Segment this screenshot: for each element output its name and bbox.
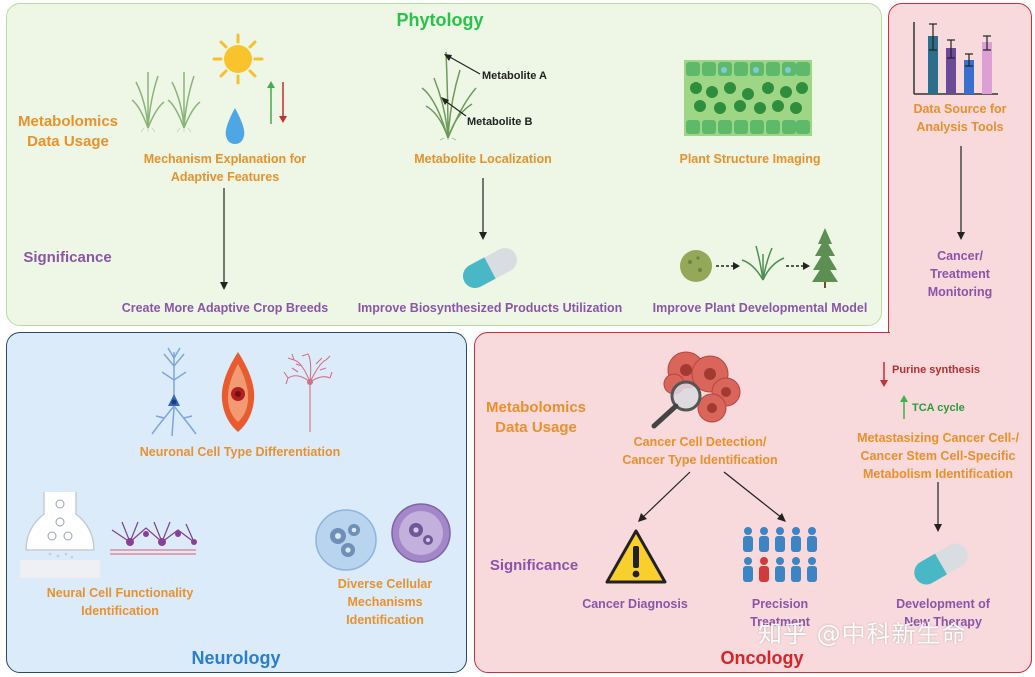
phytology-panel (6, 3, 882, 326)
oncology-panel (474, 332, 1032, 673)
phytology-significance-label: Significance (23, 249, 112, 266)
plant-metabolite-icon (421, 51, 477, 141)
gear-cell-blue-icon (315, 509, 377, 571)
up-down-arrows-icon (267, 81, 287, 124)
oncology-usage-label: Metabolomics Data Usage (485, 399, 587, 436)
oncology-metastasizing: Metastasizing Cancer Cell-/ Cancer Stem … (857, 431, 1019, 481)
phytology-usage-3: Plant Structure Imaging (679, 152, 821, 166)
phytology-usage-label: Metabolomics Data Usage (17, 113, 119, 150)
branched-neuron-icon (283, 353, 333, 432)
metabolite-b-label: Metabolite B (467, 116, 533, 128)
phytology-significance-2: Improve Biosynthesized Products Utilizat… (357, 301, 623, 315)
gear-cell-purple-icon (391, 503, 451, 563)
dashed-arrow-2 (786, 262, 810, 270)
oncology-therapy: Development of New Therapy (896, 597, 990, 629)
diagonal-arrows (638, 471, 786, 522)
therapy-capsule-icon (914, 543, 968, 585)
analysis-monitoring-label: Cancer/ Treatment Monitoring (927, 249, 993, 299)
phytology-usage-2: Metabolite Localization (414, 152, 552, 166)
oncology-diagnosis: Cancer Diagnosis (582, 597, 688, 611)
phytology-significance-3: Improve Plant Developmental Model (652, 301, 868, 315)
neurology-item-1: Neuronal Cell Type Differentiation (139, 445, 341, 459)
purine-label: Purine synthesis (892, 364, 981, 376)
neurology-item-2: Neural Cell Functionality Identification (46, 586, 194, 618)
synapse-icon (20, 492, 100, 578)
tca-up-arrow (900, 395, 908, 419)
purine-down-arrow (880, 362, 888, 387)
tree-icon (812, 228, 838, 288)
pyramidal-neuron-icon (151, 347, 197, 437)
people-group-icon (743, 527, 817, 582)
watermark-text: 知乎 @中科新生命 (758, 620, 967, 648)
arrow-down-therapy (934, 482, 942, 532)
neurology-title: Neurology (191, 648, 281, 668)
oncology-panel-join (889, 320, 1031, 350)
oncology-precision: Precision Treatment (750, 597, 810, 629)
oncology-significance-label: Significance (489, 557, 579, 574)
arrow-down-analysis (957, 146, 965, 240)
phytology-significance-1: Create More Adaptive Crop Breeds (121, 301, 329, 315)
arrow-down-1 (220, 188, 228, 290)
seed-icon (680, 250, 712, 282)
phytology-title: Phytology (396, 10, 484, 30)
water-drop-icon (225, 108, 245, 144)
tca-label: TCA cycle (912, 402, 965, 414)
warning-icon (605, 529, 667, 584)
capsule-icon (462, 248, 518, 288)
metabolite-pointer-arrows (441, 54, 481, 117)
neurology-item-3: Diverse Cellular Mechanisms Identificati… (337, 577, 433, 627)
dashed-arrow-1 (716, 262, 740, 270)
sprout-icon (741, 245, 785, 281)
plant-tissue-icon (684, 60, 812, 136)
sun-icon (212, 33, 264, 85)
analysis-source-label: Data Source for Analysis Tools (913, 102, 1007, 134)
oncology-title: Oncology (720, 648, 804, 668)
metabolite-a-label: Metabolite A (482, 70, 547, 82)
phytology-usage-1: Mechanism Explanation for Adaptive Featu… (143, 152, 307, 184)
neuron-cell-icon (221, 352, 255, 432)
neural-network-icon (110, 521, 197, 555)
arrow-down-2 (479, 178, 487, 240)
cancer-cells-magnifier-icon (651, 351, 741, 429)
bar-chart-icon (913, 22, 998, 95)
oncology-detection: Cancer Cell Detection/ Cancer Type Ident… (622, 435, 778, 467)
grass-icon (131, 72, 201, 133)
